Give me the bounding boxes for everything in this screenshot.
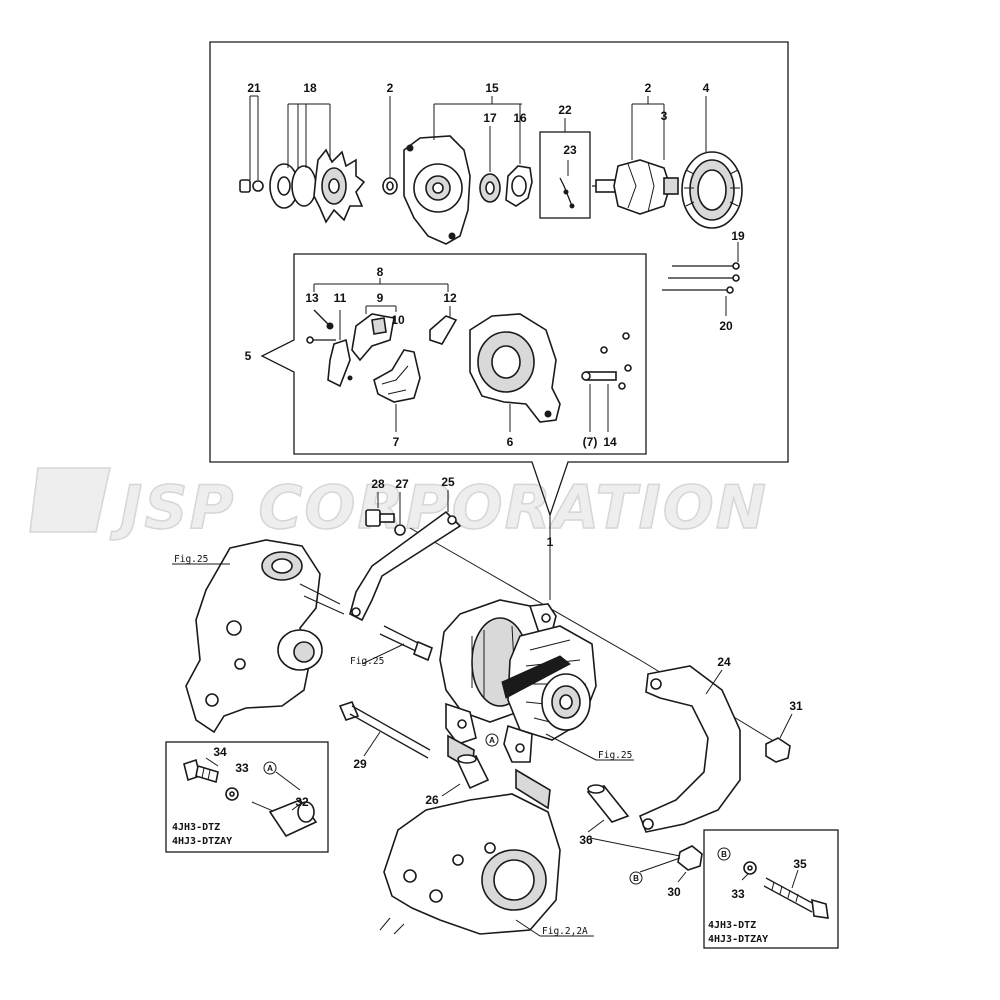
callout-18: 18 [303,81,317,95]
callout-19: 19 [731,229,745,243]
callout-36: 36 [579,833,593,847]
callout-33-right: 33 [731,887,745,901]
inset-left-variant: A 34 33 32 4JH3-DTZ 4HJ3-DTZAY [165,741,329,853]
callout-17: 17 [483,111,497,125]
callout-31: 31 [789,699,803,713]
bolt-fig25 [361,625,433,665]
callout-27: 27 [395,477,409,491]
bolt-28 [365,492,406,536]
callout-24: 24 [717,655,731,669]
svg-text:B: B [633,874,639,883]
callout-28: 28 [371,477,385,491]
adjusting-bracket-25 [349,490,462,622]
gear-case [379,793,561,935]
nut-31 [765,713,793,763]
callout-10: 10 [391,313,405,327]
belt-cover-24 [638,665,741,833]
callout-25: 25 [441,475,455,489]
pulley-fan-18 [269,103,366,224]
nut-21 [239,95,264,193]
retainer-plate-16 [505,104,533,207]
callout-22: 22 [558,103,572,117]
spacer-2 [382,96,398,195]
callout-15: 15 [485,81,499,95]
callout-33-left: 33 [235,761,249,775]
callout-14: 14 [603,435,617,449]
callout-3: 3 [661,109,668,123]
sleeve-26 [441,754,490,797]
inset-right-model-1: 4JH3-DTZ [708,920,756,931]
rotor-3 [592,96,679,215]
fig-ref-belt: Fig.25 [598,750,632,761]
marker-a-main: A [485,733,499,747]
callout-12: 12 [443,291,457,305]
callout-16: 16 [513,111,527,125]
main-assembly: 1 28 27 25 24 31 29 26 36 30 Fig.25 Fig.… [172,475,803,937]
marker-a-inset: A [267,764,273,773]
inset-left-model-2: 4HJ3-DTZAY [172,836,232,847]
callout-34: 34 [213,745,227,759]
bearing-17 [479,126,501,203]
marker-b-inset: B [721,850,727,859]
svg-text:A: A [489,736,495,745]
marker-b-main: B [629,871,643,885]
bolt-29 [338,701,431,759]
water-pump [172,539,345,734]
rear-frame-subpanel [260,253,647,455]
callout-32: 32 [295,795,309,809]
front-frame-15 [403,96,522,245]
callout-6: 6 [507,435,514,449]
callout-2b: 2 [645,81,652,95]
fig-ref-water-pump: Fig.25 [174,554,208,565]
callout-23: 23 [563,143,577,157]
callout-5: 5 [245,349,252,363]
callout-35: 35 [793,857,807,871]
callout-13: 13 [305,291,319,305]
callout-8: 8 [377,265,384,279]
inset-right-variant: B 33 35 4JH3-DTZ 4HJ3-DTZAY [703,829,839,949]
callout-4: 4 [703,81,710,95]
callout-11: 11 [334,291,347,305]
fig-ref-gear-case: Fig.2,2A [542,926,588,937]
alternator-1 [439,599,597,763]
callout-29: 29 [353,757,367,771]
callout-2: 2 [387,81,394,95]
nut-30 [589,837,703,883]
callout-26: 26 [425,793,439,807]
bearing-cover-kit-22 [539,118,591,219]
inset-right-model-2: 4HJ3-DTZAY [708,934,768,945]
callout-20: 20 [719,319,733,333]
callout-1: 1 [547,535,554,549]
callout-7: 7 [393,435,400,449]
sleeve-36 [586,784,630,833]
callout-21: 21 [247,81,261,95]
callout-30: 30 [667,885,681,899]
callout-9: 9 [377,291,384,305]
alternator-detail-panel: 21 18 2 15 17 16 22 23 2 3 4 19 20 8 9 1… [209,41,789,518]
stator-4 [681,96,743,229]
callout-7-paren: (7) [583,435,598,449]
fig-ref-bolt: Fig.25 [350,656,384,667]
through-bolts-19-20 [662,242,740,316]
inset-left-model-1: 4JH3-DTZ [172,822,220,833]
